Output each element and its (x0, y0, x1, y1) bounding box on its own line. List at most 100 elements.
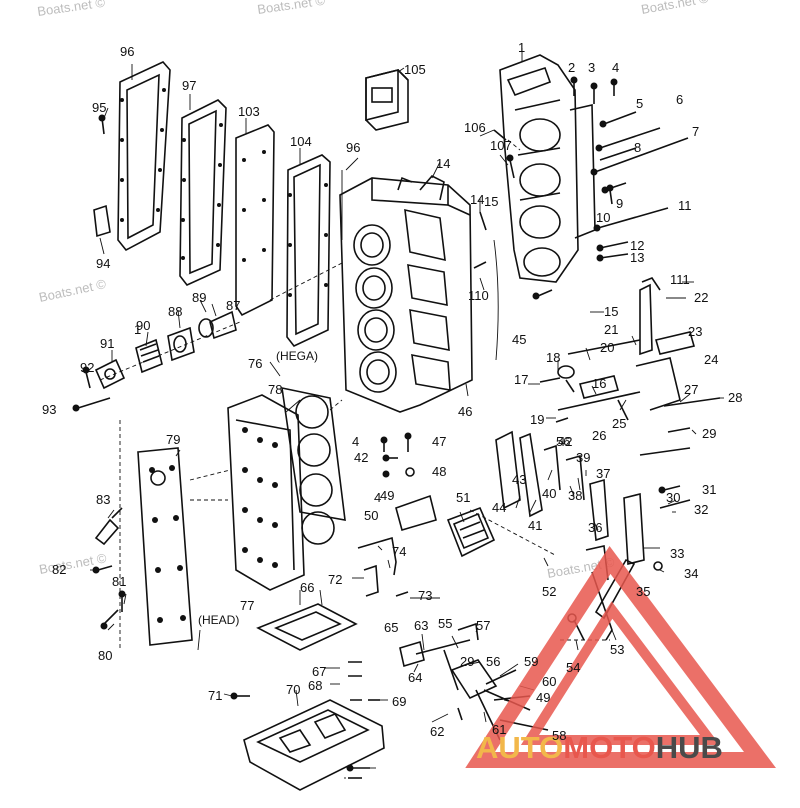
part-label-15: 15 (484, 194, 498, 209)
part-label-26: 26 (592, 428, 606, 443)
part-label-15: 15 (604, 304, 618, 319)
part-label-23: 23 (688, 324, 702, 339)
part-label-93: 93 (42, 402, 56, 417)
watermark-text: Boats.net © (256, 0, 326, 17)
part-label-20: 20 (600, 340, 614, 355)
bracket-72 (363, 564, 379, 597)
cylinder-head-77 (227, 394, 305, 591)
part-label-7: 7 (692, 124, 699, 139)
part-label-107: 107 (490, 138, 512, 153)
part-label-67: 67 (312, 664, 326, 679)
part-label-65: 65 (384, 620, 398, 635)
part-label-77: 77 (240, 598, 254, 613)
part-label-45: 45 (512, 332, 526, 347)
part-label-36: 36 (588, 520, 602, 535)
caption-head: (HEAD) (198, 613, 239, 627)
part-label-49: 49 (536, 690, 550, 705)
part-label-92: 92 (80, 360, 94, 375)
part-label-53: 53 (610, 642, 624, 657)
part-label-63: 63 (414, 618, 428, 633)
watermark-text: Boats.net © (640, 0, 710, 17)
thermostat-group (72, 310, 241, 412)
part-label-39: 39 (576, 450, 590, 465)
part-label-88: 88 (168, 304, 182, 319)
part-label-54: 54 (566, 660, 580, 675)
part-label-27: 27 (684, 382, 698, 397)
part-label-40: 40 (542, 486, 556, 501)
part-label-91: 91 (100, 336, 114, 351)
part-label-22: 22 (694, 290, 708, 305)
part-label-8: 8 (634, 140, 641, 155)
part-label-46: 46 (458, 404, 472, 419)
part-label-105: 105 (404, 62, 426, 77)
part-label-6: 6 (676, 92, 683, 107)
part-label-79: 79 (166, 432, 180, 447)
part-label-59: 59 (524, 654, 538, 669)
part-label-89: 89 (192, 290, 206, 305)
part-label-34: 34 (684, 566, 698, 581)
part-label-111: 111 (670, 272, 690, 287)
part-label-51: 51 (456, 490, 470, 505)
logo-automotohub: AUTOMOTOHUB (465, 546, 776, 768)
logo-moto-text: MOTO (563, 730, 655, 765)
watermark-text: Boats.net © (38, 276, 108, 305)
watermark-text: Boats.net © (36, 0, 106, 19)
cover-51 (446, 506, 496, 558)
part-label-25: 25 (612, 416, 626, 431)
gasket-66 (256, 603, 358, 651)
part-label-48: 48 (432, 464, 446, 479)
part-label-18: 18 (546, 350, 560, 365)
part-label-2: 2 (568, 60, 575, 75)
sensor-83 (94, 518, 120, 546)
part-label-52: 52 (542, 584, 556, 599)
part-label-97: 97 (182, 78, 196, 93)
part-label-10: 10 (596, 210, 610, 225)
part-label-87: 87 (226, 298, 240, 313)
part-label-64: 64 (408, 670, 422, 685)
part-label-68: 68 (308, 678, 322, 693)
cover-70 (243, 699, 385, 791)
head-gasket-78 (281, 386, 346, 545)
part-label-31: 31 (702, 482, 716, 497)
part-label-4: 4 (374, 490, 381, 505)
part-label-57: 57 (476, 618, 490, 633)
part-label-3: 3 (588, 60, 595, 75)
part-label-4: 4 (352, 434, 359, 449)
part-label-103: 103 (238, 104, 260, 119)
part-label-96: 96 (346, 140, 360, 155)
cylinder-block-center (339, 175, 473, 413)
part-label-44: 44 (492, 500, 506, 515)
part-label-11: 11 (678, 198, 692, 213)
part-label-4: 4 (612, 60, 619, 75)
part-label-50: 50 (364, 508, 378, 523)
part-label-60: 60 (542, 674, 556, 689)
logo-hub-text: HUB (656, 730, 723, 765)
part-label-69: 69 (392, 694, 406, 709)
part-label-90: 90 (136, 318, 150, 333)
part-label-55: 55 (438, 616, 452, 631)
part-label-42: 42 (558, 434, 572, 449)
part-label-76: 76 (248, 356, 262, 371)
part-103-box (365, 68, 409, 131)
part-label-82: 82 (52, 562, 66, 577)
part-label-106: 106 (464, 120, 486, 135)
cover-50 (395, 494, 437, 531)
part-label-83: 83 (96, 492, 110, 507)
part-label-72: 72 (328, 572, 342, 587)
part-label-24: 24 (704, 352, 718, 367)
gasket-96 (179, 99, 227, 286)
part-label-30: 30 (666, 490, 680, 505)
part-label-74: 74 (392, 544, 406, 559)
part-label-13: 13 (630, 250, 644, 265)
part-label-28: 28 (728, 390, 742, 405)
part-label-81: 81 (112, 574, 126, 589)
head-cover-plate-79 (137, 447, 193, 646)
linkage-group (473, 211, 721, 456)
part-label-29: 29 (460, 654, 474, 669)
part-label-61: 61 (492, 722, 506, 737)
part-label-14: 14 (436, 156, 450, 171)
part-label-49: 49 (380, 488, 394, 503)
part-label-95: 95 (92, 100, 106, 115)
